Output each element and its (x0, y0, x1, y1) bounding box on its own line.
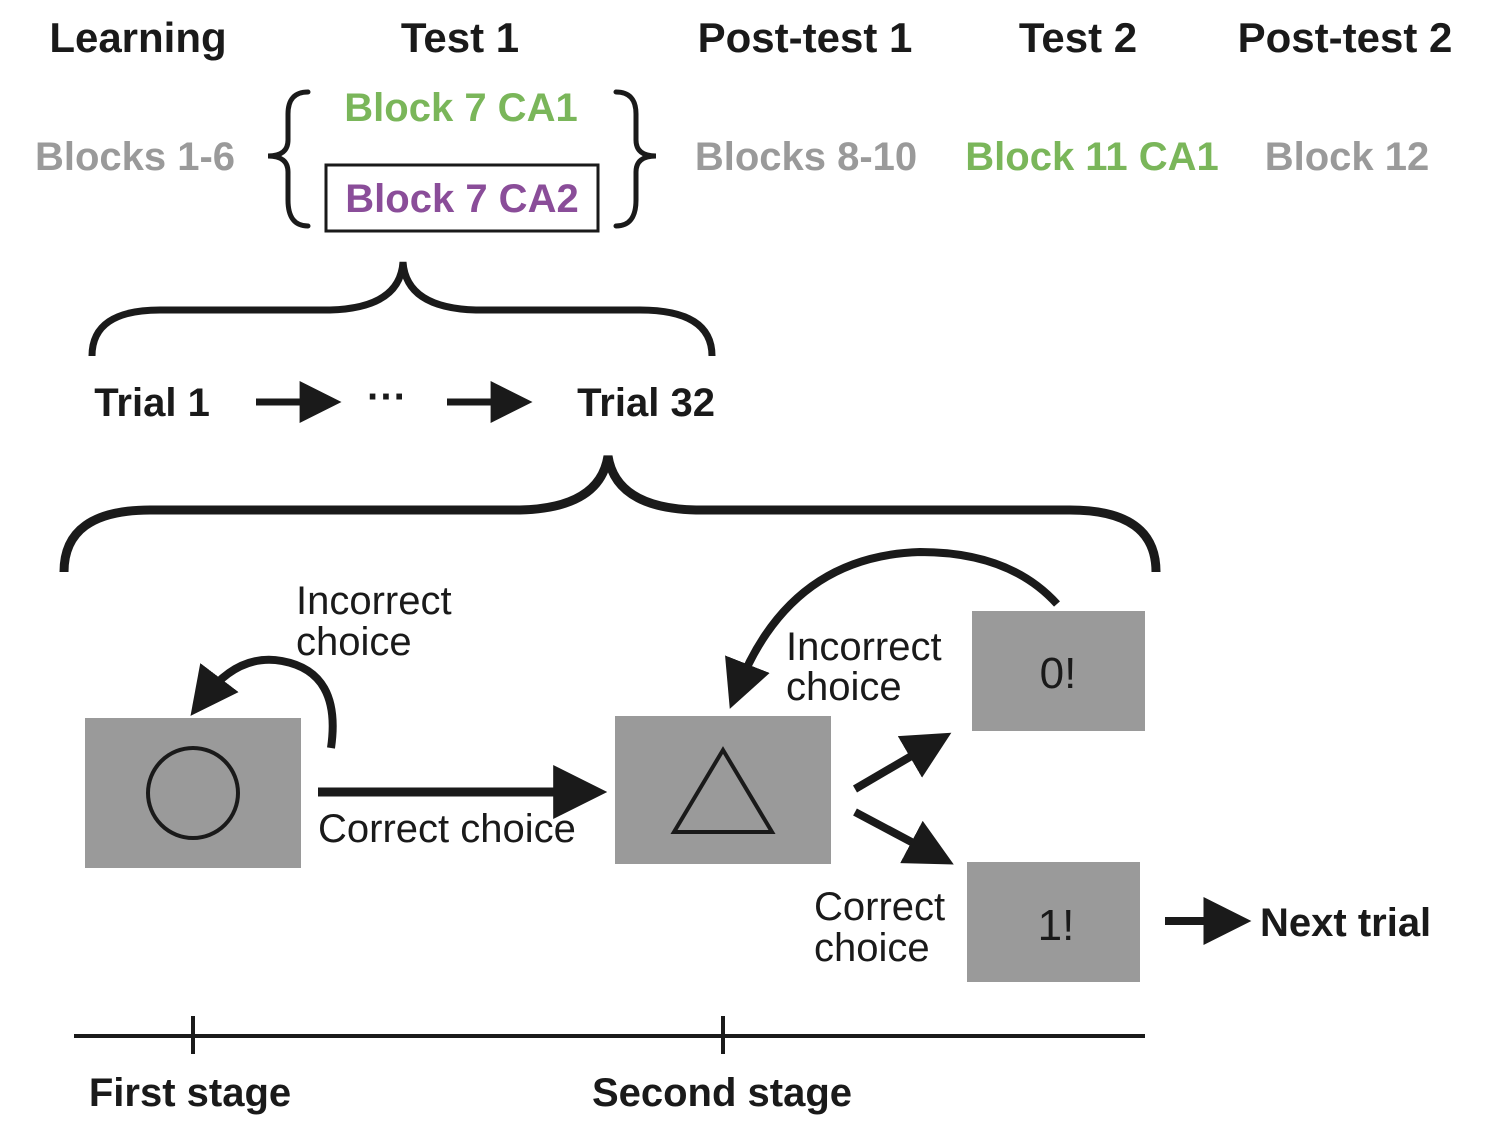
second-stage-correct-label-line1: Correct (814, 885, 945, 929)
block-test2-label: Block 11 CA1 (965, 135, 1218, 179)
trial-structure-brace (59, 455, 1161, 573)
branch-arrow-down (853, 808, 954, 865)
block-test1-ca1-label: Block 7 CA1 (344, 86, 577, 130)
next-trial-label: Next trial (1260, 901, 1431, 945)
feedback-zero-box (972, 611, 1145, 731)
first-stage-correct-label: Correct choice (318, 807, 576, 851)
second-stage-incorrect-arrow (725, 547, 1060, 709)
first-stage-incorrect-label-line1: Incorrect (296, 579, 452, 623)
block-posttest2-label: Block 12 (1265, 135, 1430, 179)
trials-brace (88, 261, 716, 357)
circle-icon (146, 746, 240, 840)
branch-arrow-up (852, 732, 952, 793)
block-posttest1-label: Blocks 8-10 (695, 135, 917, 179)
phase-test1-header: Test 1 (401, 14, 519, 61)
second-stage-box (615, 716, 831, 864)
phase-learning-header: Learning (49, 14, 226, 61)
feedback-one-box (967, 862, 1140, 982)
timeline-second-stage-label: Second stage (592, 1071, 852, 1115)
first-stage-incorrect-label-line2: choice (296, 620, 412, 664)
phase-posttest2-header: Post-test 2 (1238, 14, 1453, 61)
feedback-zero-text: 0! (1040, 649, 1077, 698)
trial-last-label: Trial 32 (577, 381, 715, 425)
phase-test2-header: Test 2 (1019, 14, 1137, 61)
block-test1-ca2-frame (324, 163, 600, 233)
second-stage-incorrect-label-line2: choice (786, 665, 902, 709)
block-test1-ca2-label: Block 7 CA2 (345, 177, 578, 221)
triangle-icon (670, 746, 776, 834)
second-stage-correct-label-line2: choice (814, 926, 930, 970)
left-curly-brace (267, 89, 311, 229)
feedback-one-text: 1! (1038, 901, 1075, 950)
right-curly-brace (613, 89, 657, 229)
second-stage-incorrect-label-line1: Incorrect (786, 625, 942, 669)
trial-ellipsis: ··· (367, 375, 407, 419)
block-learning-label: Blocks 1-6 (35, 135, 235, 179)
timeline-first-stage-label: First stage (89, 1071, 291, 1115)
phase-posttest1-header: Post-test 1 (698, 14, 913, 61)
trial-first-label: Trial 1 (94, 381, 210, 425)
first-stage-box (85, 718, 301, 868)
first-stage-incorrect-arrow (190, 655, 337, 749)
